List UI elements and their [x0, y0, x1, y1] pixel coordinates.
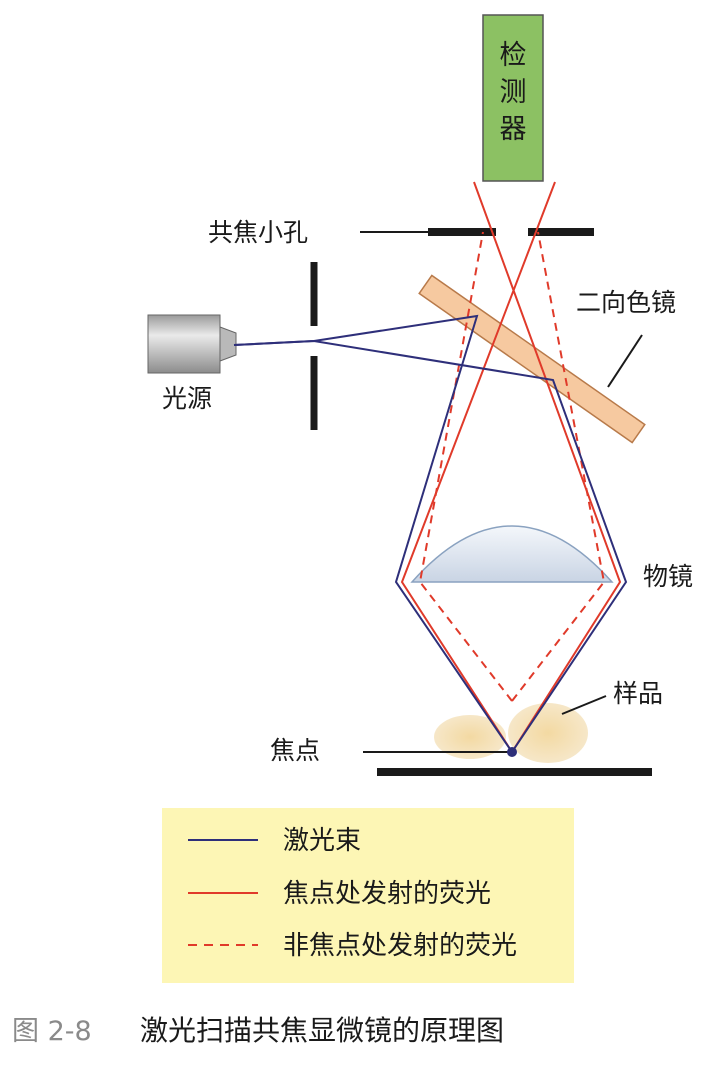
detector-label-char-1: 检 [500, 40, 527, 71]
detector-label-char-3: 器 [500, 114, 527, 145]
caption-figure-number: 图 2-8 [12, 1016, 92, 1047]
legend-label-nonfocal: 非焦点处发射的荧光 [283, 931, 517, 961]
legend-label-laser: 激光束 [283, 826, 361, 856]
dichroic-leader-line [607, 334, 643, 388]
caption-title: 激光扫描共焦显微镜的原理图 [140, 1014, 504, 1047]
focus-label: 焦点 [270, 736, 320, 765]
sample-right-blob [508, 703, 588, 763]
confocal-pinhole-label: 共焦小孔 [208, 218, 308, 247]
detector-label-char-2: 测 [500, 77, 527, 108]
legend-box [162, 808, 574, 983]
focal-fluorescence-right [473, 181, 622, 753]
sample-left-blob [434, 715, 506, 759]
light-source-body [147, 314, 221, 374]
legend-label-focal: 焦点处发射的荧光 [283, 879, 491, 909]
light-source-nozzle [219, 326, 237, 362]
sample-leader-line [561, 695, 607, 715]
objective-lens [410, 525, 614, 583]
focus-point-marker [507, 747, 517, 757]
detector-box [482, 14, 544, 182]
focal-fluorescence-left [400, 181, 556, 753]
laser-beam-right [233, 339, 628, 753]
dichroic-mirror-label: 二向色镜 [576, 288, 676, 317]
objective-label: 物镜 [643, 562, 693, 591]
light-source-label: 光源 [162, 384, 212, 413]
sample-label: 样品 [613, 679, 663, 708]
